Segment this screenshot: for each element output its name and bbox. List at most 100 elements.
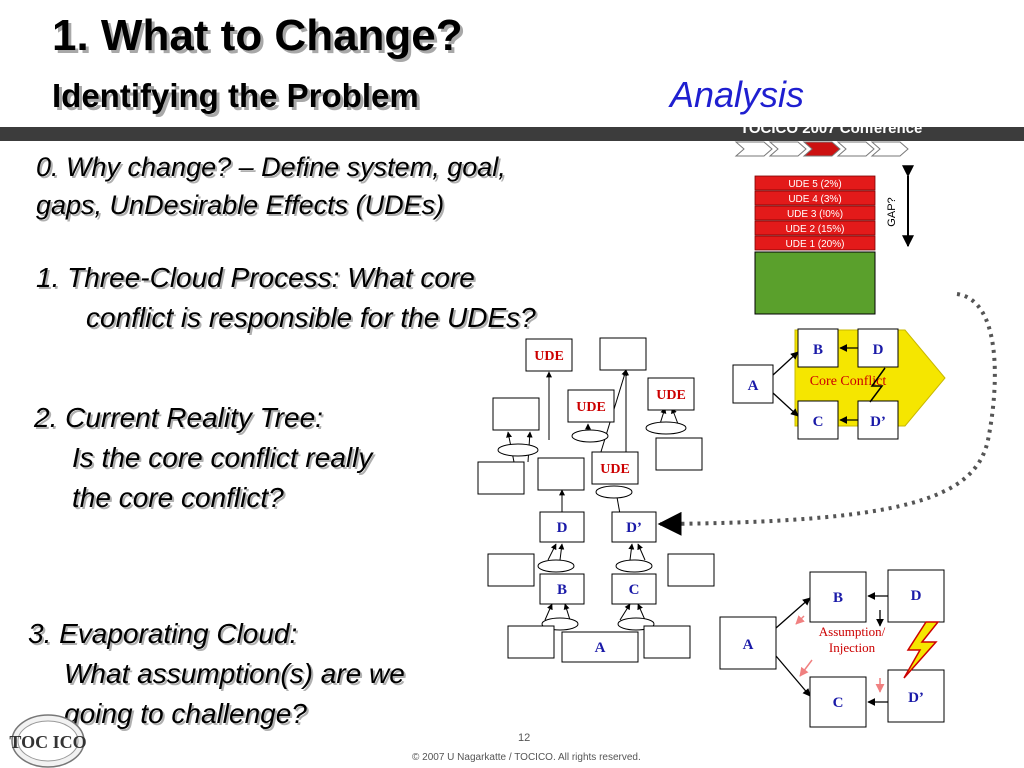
cloud1-node-b (797, 328, 839, 368)
cloud2-node-dprime (887, 669, 945, 723)
cloud1-node-b-label: B (813, 342, 823, 358)
cloud2-node-d (887, 569, 945, 623)
tree-box-left (492, 397, 540, 431)
ude-bar-label-5: UDE 1 (20%) (786, 239, 845, 250)
logo-text: TOC ICO (9, 732, 86, 752)
conference-label: TOCICO 2007 Conference (740, 120, 923, 137)
tree-ude-4 (591, 451, 639, 485)
tree-ude-4-label: UDE (600, 462, 630, 477)
tree-ude-3 (647, 377, 695, 411)
tree-ude-2-label: UDE (576, 400, 606, 415)
tocico-logo: TOC ICO (9, 714, 87, 768)
injection-lightning-icon (903, 621, 940, 679)
tree-node-d (539, 511, 585, 543)
step-2-text: 2. Current Reality Tree: Is the core con… (34, 398, 372, 518)
evaporating-cloud: A B D C D’ Assumption/ Injection (719, 569, 945, 728)
tree-box-side-left (487, 553, 535, 587)
tree-ude-1-label: UDE (534, 349, 564, 364)
step-2-line1: 2. Current Reality Tree: (34, 402, 323, 433)
cloud2-node-c (809, 676, 867, 728)
tree-box-right (655, 437, 703, 471)
tree-box-lowleft (477, 461, 525, 495)
tree-node-b-label: B (557, 582, 567, 598)
cloud2-node-b (809, 571, 867, 623)
step-1-line1: 1. Three-Cloud Process: What core (36, 262, 475, 293)
cloud1-node-a (732, 364, 774, 404)
cloud2-node-a (719, 616, 777, 670)
progress-chevrons (734, 141, 909, 157)
tree-node-dprime-label: D’ (626, 520, 642, 536)
gap-chart-base (754, 251, 876, 315)
page-number: 12 (518, 732, 531, 744)
cloud2-node-d-label: D (911, 588, 922, 604)
gap-chart: UDE 5 (2%) UDE 4 (3%) UDE 3 (!0%) UDE 2 (15… (754, 165, 914, 315)
cloud2-node-c-label: C (833, 695, 844, 711)
cloud1-node-dprime-label: D’ (870, 414, 886, 430)
step-3-line1: 3. Evaporating Cloud: (28, 618, 298, 649)
ude-bar-5 (754, 235, 876, 251)
ude-bar-2 (754, 190, 876, 206)
cloud1-node-dprime (857, 400, 899, 440)
tree-box-bottom-right (643, 625, 691, 659)
ude-bar-label-3: UDE 3 (!0%) (787, 209, 843, 220)
tree-ude-3-label: UDE (656, 388, 686, 403)
tree-node-b (539, 573, 585, 605)
core-conflict-cloud: Core Conflict A B D C D’ (732, 328, 946, 440)
cloud1-node-a-label: A (748, 378, 759, 394)
analysis-label: Analysis (670, 74, 805, 115)
tree-ude-1 (525, 338, 573, 372)
tree-node-d-label: D (557, 520, 568, 536)
cloud2-node-a-label: A (743, 637, 754, 653)
current-reality-tree: UDE UDE UDE UDE D D’ B C A (477, 337, 715, 663)
ude-bar-3 (754, 205, 876, 221)
ude-bar-4 (754, 220, 876, 236)
step-2-line2: Is the core conflict really (72, 442, 373, 473)
assumption-line1: Assumption/ (819, 624, 886, 639)
step-0-text: 0. Why change? – Define system, goal, ga… (36, 148, 506, 224)
chevron-5 (870, 141, 909, 157)
tree-node-dprime (611, 511, 657, 543)
page-title: 1. What to Change? (52, 11, 463, 60)
cloud1-node-d-label: D (873, 342, 884, 358)
ude-bar-label-2: UDE 4 (3%) (788, 194, 841, 205)
tree-node-a-label: A (595, 640, 606, 656)
step-1-line2: conflict is responsible for the UDEs? (86, 302, 536, 333)
cloud2-node-dprime-label: D’ (908, 690, 924, 706)
tree-node-c-label: C (629, 582, 640, 598)
header-bar (0, 127, 1024, 141)
copyright-notice: © 2007 U Nagarkatte / TOCICO. All rights… (412, 752, 641, 763)
tree-box-mid (537, 457, 585, 491)
ude-bar-label-1: UDE 5 (2%) (788, 179, 841, 190)
conflict-lightning-icon (869, 367, 886, 403)
chevron-2 (768, 141, 807, 157)
ude-bar-1 (754, 175, 876, 191)
assumption-line2: Injection (829, 640, 876, 655)
cloud2-node-b-label: B (833, 590, 843, 606)
step-3-line2: What assumption(s) are we (64, 658, 405, 689)
tree-box-side-right (667, 553, 715, 587)
tree-node-a (561, 631, 639, 663)
gap-label: GAP? (886, 197, 898, 226)
cloud1-node-d (857, 328, 899, 368)
tree-node-c (611, 573, 657, 605)
step-3-line3: going to challenge? (64, 698, 307, 729)
ude-bar-label-4: UDE 2 (15%) (786, 224, 845, 235)
cloud1-node-c-label: C (813, 414, 824, 430)
step-2-line3: the core conflict? (72, 482, 284, 513)
chevron-4 (836, 141, 875, 157)
tree-box-bottom-left (507, 625, 555, 659)
chevron-1 (734, 141, 773, 157)
tree-ude-2 (567, 389, 615, 423)
cloud1-node-c (797, 400, 839, 440)
step-1-text: 1. Three-Cloud Process: What core confli… (36, 258, 536, 338)
step-3-text: 3. Evaporating Cloud: What assumption(s)… (28, 614, 405, 734)
dotted-connector (657, 292, 997, 536)
chevron-3-active (802, 141, 841, 157)
step-0-line1: 0. Why change? – Define system, goal, (36, 152, 506, 182)
step-0-line2: gaps, UnDesirable Effects (UDEs) (36, 190, 445, 220)
core-conflict-label: Core Conflict (810, 374, 887, 389)
ude-stack: UDE 5 (2%) UDE 4 (3%) UDE 3 (!0%) UDE 2 (15… (754, 175, 876, 251)
page-subtitle: Identifying the Problem (52, 77, 419, 114)
tree-box-top (599, 337, 647, 371)
